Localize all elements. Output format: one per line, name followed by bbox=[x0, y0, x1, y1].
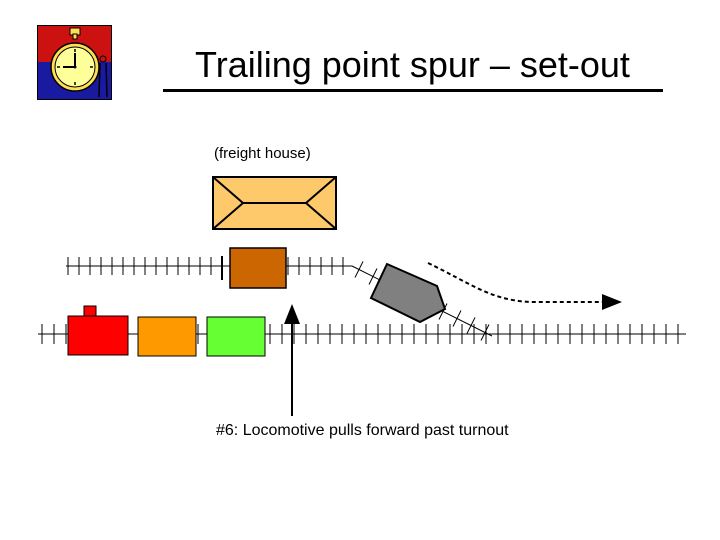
car-green bbox=[206, 316, 266, 357]
dashed-motion-arrow bbox=[427, 262, 622, 310]
locomotive-cab bbox=[83, 305, 97, 318]
track-tie bbox=[438, 303, 448, 320]
step-caption: #6: Locomotive pulls forward past turnou… bbox=[216, 422, 509, 439]
track-tie bbox=[480, 324, 490, 341]
set-out-car-gray bbox=[369, 262, 447, 324]
track-tie bbox=[368, 268, 378, 285]
freight-house bbox=[212, 176, 337, 230]
page-title: Trailing point spur – set-out bbox=[195, 44, 630, 85]
title-underline bbox=[163, 89, 663, 92]
spur-car-brown bbox=[229, 247, 287, 289]
main-track bbox=[38, 324, 686, 344]
track-tie bbox=[466, 317, 476, 334]
track-tie bbox=[452, 310, 462, 327]
freight-house-label: (freight house) bbox=[214, 145, 311, 162]
track-tie bbox=[354, 261, 364, 278]
stopwatch-logo-icon bbox=[37, 25, 112, 100]
car-orange bbox=[137, 316, 197, 357]
locomotive bbox=[67, 315, 129, 356]
